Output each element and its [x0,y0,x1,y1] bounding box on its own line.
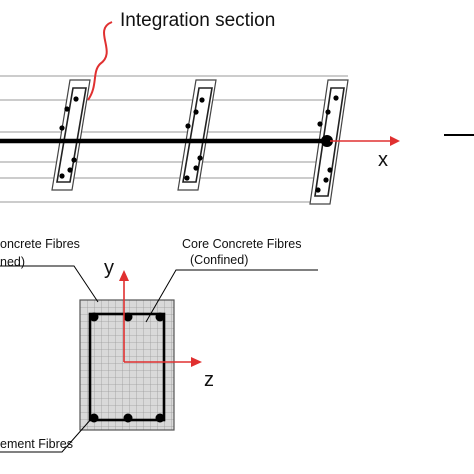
unconfined-leader [0,265,99,303]
cross-section: y z [0,257,318,453]
rebar-dot [155,413,165,423]
unconfined-fibres-label-line2: ned) [0,255,25,269]
frame-element-3d: x Integration section [0,10,400,205]
z-axis-label: z [204,369,214,391]
x-axis-label: x [378,149,388,171]
integration-section-2 [177,79,217,191]
element-end-node [321,135,333,147]
rebar-dot [193,109,199,115]
z-axis-arrowhead [191,357,202,367]
rebar-dot [89,312,99,322]
integration-section-label: Integration section [120,10,275,31]
rebar-dot [317,121,323,127]
rebar-dot [184,175,190,181]
rebar-dot [64,106,70,112]
rebar-dot [155,312,165,322]
rebar-dot [185,123,191,129]
rebar-dot [315,187,321,193]
rebar-dot [123,413,133,423]
fibre-grid [79,299,175,431]
rebar-dot [67,167,73,173]
rebar-dot [327,167,333,173]
core-fibres-label-line2: (Confined) [190,253,248,267]
rebar-dot [323,177,329,183]
y-axis-label: y [104,257,114,279]
rebar-dot [193,165,199,171]
reinforcement-leader [0,417,93,453]
rebar-dot [325,109,331,115]
x-axis-arrowhead [390,136,400,146]
rebar-dot [197,155,203,161]
reinforcement-fibres-label: ement Fibres [0,437,73,451]
integration-section-1 [51,79,91,191]
core-fibres-label-line1: Core Concrete Fibres [182,237,302,251]
rebar-dot [123,312,133,322]
rebar-dot [71,157,77,163]
y-axis-arrowhead [119,270,129,281]
rebar-dot [333,95,339,101]
rebar-dot [59,125,65,131]
rebar-dot [59,173,65,179]
callout-curve [87,21,113,101]
unconfined-fibres-label-line1: oncrete Fibres [0,237,80,251]
rebar-dot [73,96,79,102]
rebar-dot [89,413,99,423]
core-leader [145,269,318,323]
rebar-dot [199,97,205,103]
